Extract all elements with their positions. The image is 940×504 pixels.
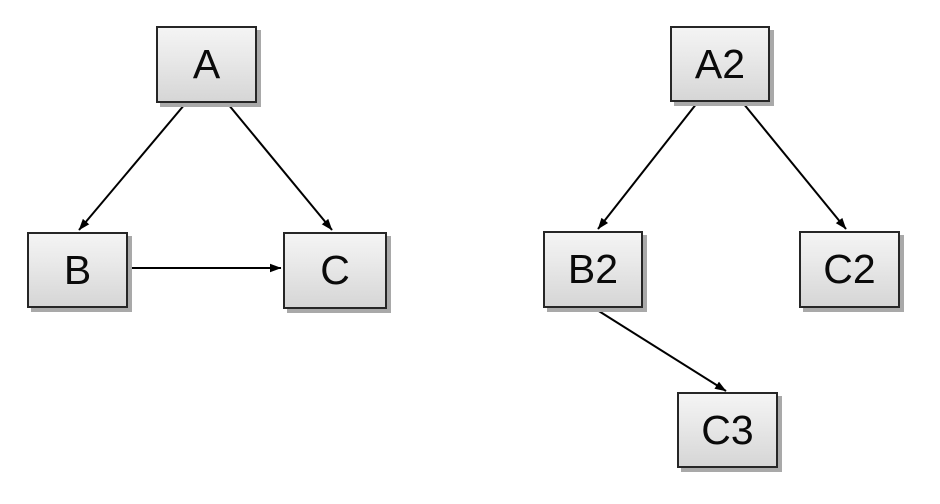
node-b-label: B xyxy=(63,246,92,293)
edge-a2-b2[interactable] xyxy=(597,102,698,230)
node-a2-label: A2 xyxy=(694,40,746,87)
node-b2[interactable]: B2 xyxy=(543,231,643,308)
node-a-label: A xyxy=(192,41,221,87)
edge-a2-c2[interactable] xyxy=(742,102,847,230)
node-c3-label: C3 xyxy=(701,406,754,453)
edge-b2-c3[interactable] xyxy=(593,307,727,392)
edge-a-b[interactable] xyxy=(78,103,186,231)
node-c3[interactable]: C3 xyxy=(677,392,778,468)
node-a[interactable]: A xyxy=(156,26,257,103)
node-c2[interactable]: C2 xyxy=(799,231,900,308)
edge-a-c[interactable] xyxy=(227,103,333,231)
node-c2-label: C2 xyxy=(823,246,876,292)
node-b[interactable]: B xyxy=(27,232,128,308)
node-a2[interactable]: A2 xyxy=(670,26,770,102)
node-c-label: C xyxy=(320,247,350,293)
node-b2-label: B2 xyxy=(567,246,619,292)
node-c[interactable]: C xyxy=(283,232,387,309)
